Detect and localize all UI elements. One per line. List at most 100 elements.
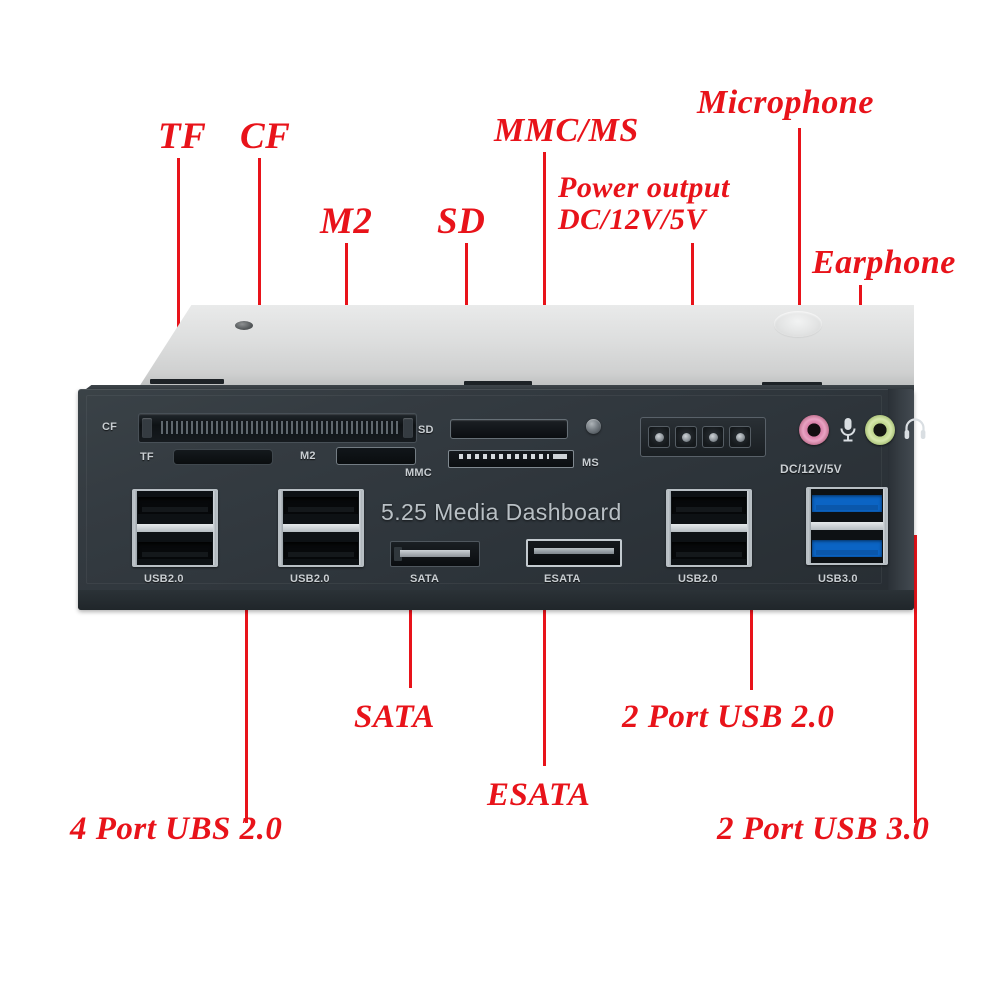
brand-text: 5.25 Media Dashboard xyxy=(381,499,622,525)
silk-label-cf: CF xyxy=(102,421,118,433)
headphone-icon xyxy=(904,418,926,439)
silk-label-tf: TF xyxy=(140,451,154,463)
silk-label-sata: SATA xyxy=(410,573,440,585)
silk-label-sd: SD xyxy=(418,424,434,436)
usb3-divider xyxy=(808,522,886,530)
callout-label-sd: SD xyxy=(437,201,486,242)
callout-label-power-output: Power output DC/12V/5V xyxy=(558,172,730,235)
usb3-tongue-a xyxy=(816,505,878,510)
callout-label-sata: SATA xyxy=(354,699,435,735)
silk-label-esata: ESATA xyxy=(544,573,581,585)
device-faceplate: CF TF M2 SD MMC MS xyxy=(78,389,926,610)
usb2-port-stack-3[interactable] xyxy=(666,489,752,567)
mmc-slot-tab xyxy=(553,454,567,459)
usb2-shield-left-3 xyxy=(667,491,671,565)
usb2-divider-1 xyxy=(134,524,216,532)
usb2-port-2b[interactable] xyxy=(284,542,358,559)
power-output-molex-connector[interactable] xyxy=(640,417,766,457)
silk-label-dc-12v-5v: DC/12V/5V xyxy=(780,462,842,476)
m2-card-slot[interactable] xyxy=(336,447,416,465)
cf-slot-pins xyxy=(161,421,398,434)
callout-label-microphone: Microphone xyxy=(697,84,874,121)
usb2-shield-left-2 xyxy=(279,491,283,565)
lid-tab-mid xyxy=(464,381,532,386)
silk-label-usb2-3: USB2.0 xyxy=(678,573,718,585)
sata-key-block xyxy=(394,547,402,561)
microphone-jack[interactable] xyxy=(799,415,829,445)
callout-label-esata: ESATA xyxy=(487,777,591,813)
silk-label-usb2-2: USB2.0 xyxy=(290,573,330,585)
molex-pin-4 xyxy=(729,426,751,448)
sd-card-slot[interactable] xyxy=(450,419,568,439)
leader-line-microphone xyxy=(798,128,801,416)
callout-label-2-port-usb20: 2 Port USB 2.0 xyxy=(622,699,835,735)
callout-label-2-port-usb30: 2 Port USB 3.0 xyxy=(717,811,930,847)
lid-tab-left xyxy=(150,379,224,384)
faceplate-bottom-lip xyxy=(78,590,914,610)
usb2-port-1b[interactable] xyxy=(138,542,212,559)
usb2-port-3b[interactable] xyxy=(672,542,746,559)
lid-screw-icon xyxy=(235,321,253,330)
lid-tab-right xyxy=(762,382,822,387)
usb3-frame xyxy=(806,487,888,565)
usb3-port-b[interactable] xyxy=(812,540,882,557)
esata-port[interactable] xyxy=(526,539,622,567)
status-led-indicator[interactable] xyxy=(586,419,601,434)
usb3-port-a[interactable] xyxy=(812,495,882,512)
leader-usb4-v-stem xyxy=(245,527,248,823)
usb3-tongue-b xyxy=(816,550,878,555)
callout-label-earphone: Earphone xyxy=(812,244,956,281)
callout-label-tf: TF xyxy=(158,116,207,157)
usb2-tongue-3a xyxy=(676,507,742,512)
usb2-frame-3 xyxy=(666,489,752,567)
leader-usb3-v-stem xyxy=(914,535,917,823)
microphone-icon xyxy=(840,418,856,442)
usb2-tongue-3b xyxy=(676,552,742,557)
leader-line-cf xyxy=(258,158,261,430)
cf-slot-ear-left xyxy=(142,418,152,438)
callout-label-cf: CF xyxy=(240,116,291,157)
molex-pin-2 xyxy=(675,426,697,448)
usb2-tongue-1a xyxy=(142,507,208,512)
molex-pin-3 xyxy=(702,426,724,448)
lid-emboss xyxy=(774,311,822,337)
usb2-divider-3 xyxy=(668,524,750,532)
leader-line-esata xyxy=(543,560,546,766)
silk-label-m2: M2 xyxy=(300,450,316,462)
silk-label-usb3: USB3.0 xyxy=(818,573,858,585)
esata-slot-opening xyxy=(534,548,614,554)
leader-line-tf xyxy=(177,158,180,457)
sata-port[interactable] xyxy=(390,541,480,567)
usb3-port-stack[interactable] xyxy=(806,487,888,565)
usb2-shield-left-1 xyxy=(133,491,137,565)
mmc-slot-pins xyxy=(459,454,549,459)
mmc-ms-card-slot[interactable] xyxy=(448,450,574,468)
usb3-shield-left xyxy=(807,489,811,563)
callout-label-4-port-usb20: 4 Port UBS 2.0 xyxy=(70,811,283,847)
usb2-port-stack-2[interactable] xyxy=(278,489,364,567)
silk-label-mmc: MMC xyxy=(405,467,432,479)
usb2-port-2a[interactable] xyxy=(284,497,358,514)
silk-label-ms: MS xyxy=(582,457,599,469)
callout-power-line1: Power output xyxy=(558,171,730,204)
usb2-tongue-1b xyxy=(142,552,208,557)
callout-label-mmc-ms: MMC/MS xyxy=(494,112,639,149)
cf-card-slot[interactable] xyxy=(138,413,417,443)
usb2-frame-2 xyxy=(278,489,364,567)
usb2-tongue-2b xyxy=(288,552,354,557)
usb2-port-3a[interactable] xyxy=(672,497,746,514)
usb2-port-1a[interactable] xyxy=(138,497,212,514)
usb2-frame-1 xyxy=(132,489,218,567)
cf-slot-ear-right xyxy=(403,418,413,438)
leader-line-sata xyxy=(409,562,412,688)
earphone-jack[interactable] xyxy=(865,415,895,445)
tf-card-slot[interactable] xyxy=(173,449,273,465)
usb3-shield-right xyxy=(883,489,887,563)
usb2-tongue-2a xyxy=(288,507,354,512)
usb2-shield-right-1 xyxy=(213,491,217,565)
usb2-shield-right-3 xyxy=(747,491,751,565)
usb2-port-stack-1[interactable] xyxy=(132,489,218,567)
silk-label-usb2-1: USB2.0 xyxy=(144,573,184,585)
media-dashboard-device: CF TF M2 SD MMC MS xyxy=(62,305,926,610)
